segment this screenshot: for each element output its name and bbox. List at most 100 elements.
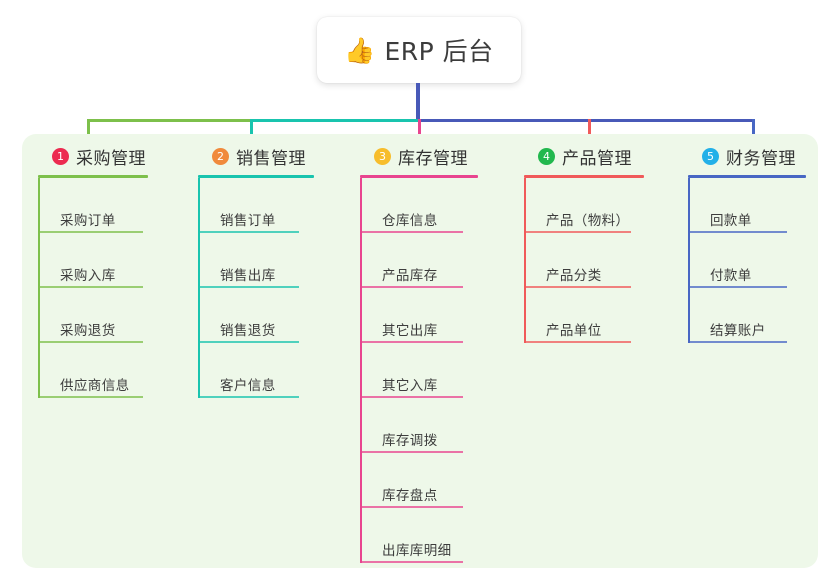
branch-item-spine [360,343,362,398]
root-stem [416,83,420,122]
branch-title-1: 采购管理 [76,148,146,169]
branch-item[interactable]: 产品库存 [360,233,488,288]
branch-item-label: 库存调拨 [382,433,438,449]
branch-header-1[interactable]: 1 采购管理 [38,141,166,171]
branch-item[interactable]: 其它出库 [360,288,488,343]
branch-item-label: 采购订单 [60,213,116,229]
branch-item-spine [360,508,362,563]
branch-drop-2 [250,119,253,145]
branch-header-2[interactable]: 2 销售管理 [198,141,324,171]
branch-item-underline [525,341,631,343]
branch-item-spine [524,233,526,288]
branch-item-spine [688,288,690,343]
branch-item-underline [39,341,143,343]
branch-item[interactable]: 采购退货 [38,288,166,343]
branch-title-5: 财务管理 [726,148,796,169]
branch-item-spine [198,178,200,233]
branch-item-spine [360,233,362,288]
branch-item-underline [361,396,463,398]
branch-item[interactable]: 结算账户 [688,288,814,343]
branch-item-underline [361,561,463,563]
branch-item-underline [199,286,299,288]
branch-item[interactable]: 产品单位 [524,288,656,343]
thumbs-up-icon: 👍 [344,35,376,65]
branch-item[interactable]: 产品（物料） [524,178,656,233]
root-node[interactable]: 👍 ERP 后台 [317,17,521,83]
branch-item-label: 采购退货 [60,323,116,339]
branch-column-2: 2 销售管理销售订单销售出库销售退货客户信息 [198,141,324,398]
branch-item[interactable]: 销售订单 [198,178,324,233]
branch-title-2: 销售管理 [236,148,306,169]
branch-item-underline [199,396,299,398]
branch-item-underline [689,341,787,343]
branch-item-label: 销售退货 [220,323,276,339]
branch-item[interactable]: 产品分类 [524,233,656,288]
crossbar-segment-2 [250,119,418,122]
branch-items-3: 仓库信息产品库存其它出库其它入库库存调拨库存盘点出库库明细 [360,178,488,563]
branch-number-badge-4: 4 [538,147,555,165]
branch-item-spine [688,233,690,288]
branch-column-4: 4 产品管理产品（物料） 产品分类产品单位 [524,141,656,343]
branch-item-spine [198,233,200,288]
branch-number-badge-1: 1 [52,147,69,165]
branch-item[interactable]: 销售出库 [198,233,324,288]
root-title: ERP 后台 [384,37,494,66]
branch-item-spine [38,233,40,288]
branch-item[interactable]: 库存调拨 [360,398,488,453]
branch-item-label: 客户信息 [220,378,276,394]
branch-item-spine [360,178,362,233]
branch-item[interactable]: 其它入库 [360,343,488,398]
branch-drop-4 [588,119,591,145]
branch-item[interactable]: 出库库明细 [360,508,488,563]
branch-rule-1 [38,175,148,178]
branch-title-4: 产品管理 [562,148,632,169]
branch-rule-2 [198,175,314,178]
branch-item[interactable]: 客户信息 [198,343,324,398]
branch-item[interactable]: 付款单 [688,233,814,288]
branch-item-label: 回款单 [710,213,752,229]
branch-items-4: 产品（物料） 产品分类产品单位 [524,178,656,343]
branches-panel [22,134,818,568]
branch-item[interactable]: 回款单 [688,178,814,233]
branch-rule-4 [524,175,644,178]
branch-item-spine [524,288,526,343]
branch-item[interactable]: 仓库信息 [360,178,488,233]
branch-items-2: 销售订单销售出库销售退货客户信息 [198,178,324,398]
branch-item[interactable]: 供应商信息 [38,343,166,398]
branch-item[interactable]: 采购订单 [38,178,166,233]
branch-item-underline [361,341,463,343]
branch-item-underline [361,506,463,508]
branch-number-badge-2: 2 [212,147,229,165]
branch-item-spine [360,453,362,508]
branch-item-label: 产品单位 [546,323,602,339]
branch-item-label: 产品分类 [546,268,602,284]
branch-item-spine [360,288,362,343]
branch-item-label: 销售订单 [220,213,276,229]
branch-rule-3 [360,175,478,178]
branch-drop-3 [418,119,421,145]
branch-item-label: 供应商信息 [60,378,130,394]
branch-item-spine [38,288,40,343]
branch-item-underline [361,451,463,453]
branch-header-4[interactable]: 4 产品管理 [524,141,656,171]
branch-item-label: 仓库信息 [382,213,438,229]
branch-item[interactable]: 销售退货 [198,288,324,343]
branch-item-underline [361,231,463,233]
branch-item-label: 其它出库 [382,323,438,339]
branch-items-5: 回款单付款单结算账户 [688,178,814,343]
branch-item-underline [689,286,787,288]
branch-item-underline [39,231,143,233]
branch-item-spine [198,343,200,398]
branch-item-underline [199,341,299,343]
branch-item-spine [38,178,40,233]
branch-item-label: 结算账户 [710,323,766,339]
branch-item[interactable]: 库存盘点 [360,453,488,508]
branch-item-label: 产品（物料） [546,213,630,229]
branch-item-label: 付款单 [710,268,752,284]
branch-item[interactable]: 采购入库 [38,233,166,288]
